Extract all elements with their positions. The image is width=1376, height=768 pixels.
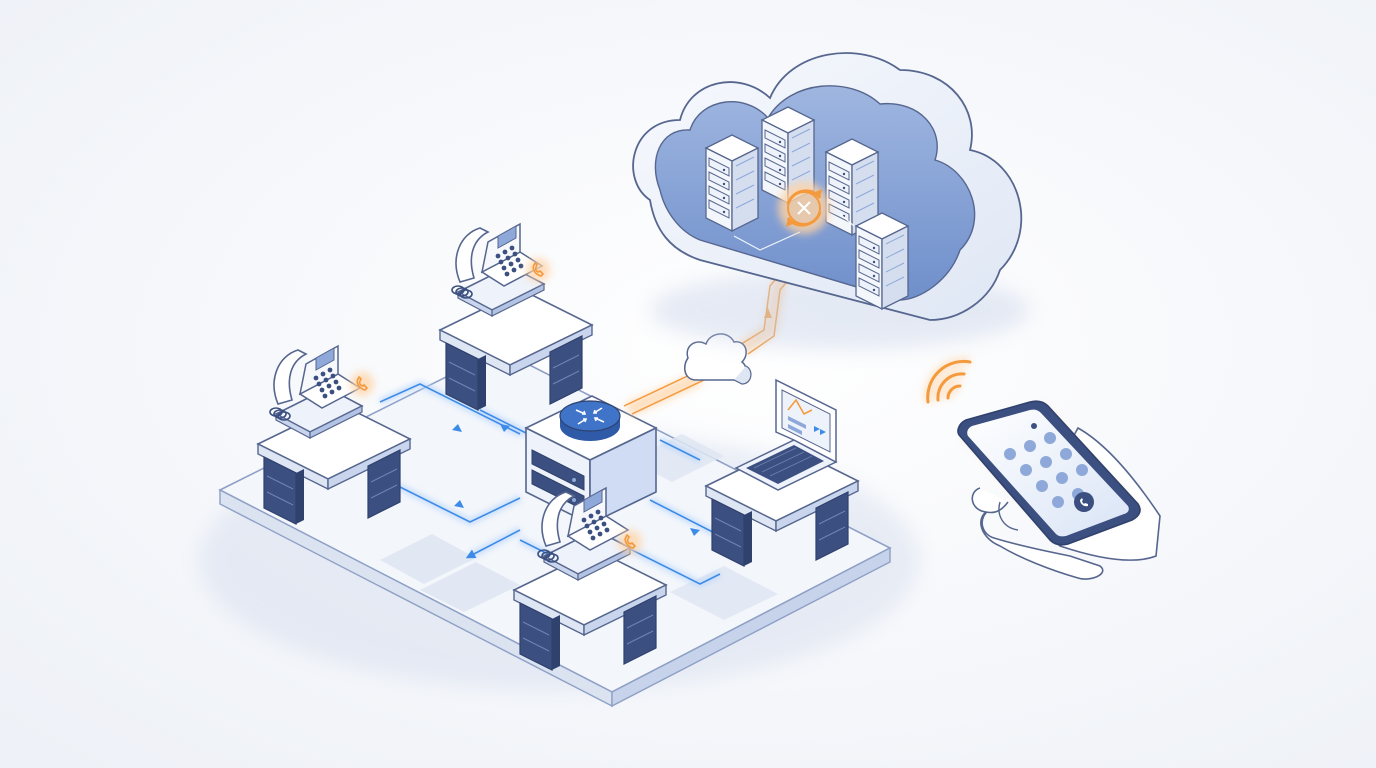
ringing-handset-icon [618, 530, 642, 554]
server-rack-icon [705, 134, 759, 232]
wifi-signal-icon [923, 357, 972, 404]
router-icon [559, 400, 621, 441]
laptop-workstation [705, 378, 859, 567]
smartphone-softphone [957, 400, 1161, 580]
link-left-phone-router [379, 383, 521, 435]
call-button-icon [1074, 492, 1094, 512]
link-router-southwest [465, 529, 521, 559]
ringing-handset-icon [350, 372, 374, 396]
sync-arrows-icon [778, 182, 830, 234]
office-router [524, 395, 658, 526]
cloud-icon [683, 333, 752, 385]
link-router-northeast [659, 439, 701, 461]
internet-cloud [683, 333, 752, 385]
link-left-desk-router [397, 485, 521, 523]
smartphone-icon [957, 400, 1141, 546]
laptop-icon [734, 378, 838, 491]
server-rack-icon [855, 212, 909, 310]
cloud-server-cluster [632, 52, 1030, 350]
ringing-handset-icon [526, 258, 550, 282]
link-top-phone-router [479, 409, 529, 435]
